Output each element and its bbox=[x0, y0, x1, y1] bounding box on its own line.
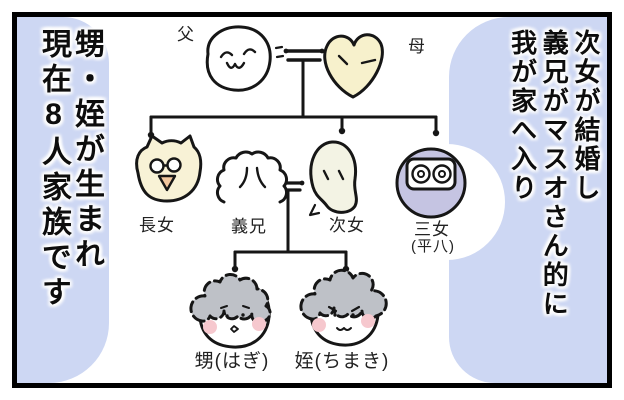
caption-right: 次女が結婚し 義兄がマスオさん的に 我が家へ入り bbox=[507, 29, 601, 319]
tree-lines bbox=[149, 58, 438, 268]
mother-label: 母 bbox=[408, 37, 426, 56]
mother-face bbox=[323, 33, 384, 99]
brother-in-law-label: 義兄 bbox=[231, 217, 267, 236]
family-tree-diagram bbox=[135, 25, 467, 349]
brother-in-law-face bbox=[215, 150, 289, 204]
father-face bbox=[205, 25, 285, 92]
father-label: 父 bbox=[177, 25, 195, 44]
niece-label: 姪(ちまき) bbox=[294, 351, 390, 372]
second-daughter-label: 次女 bbox=[329, 216, 365, 235]
comic-panel: 父 母 長女 義兄 次女 三女 (平八) 甥(はぎ) 姪(ちまき) 次女が結婚し… bbox=[12, 12, 612, 388]
eldest-daughter-face bbox=[135, 134, 203, 203]
nephew-face bbox=[189, 273, 272, 349]
third-daughter-label: 三女 bbox=[414, 220, 450, 239]
niece-face bbox=[299, 268, 388, 347]
caption-left: 甥・姪が生まれ 現在8人家族です bbox=[37, 28, 103, 311]
nephew-label: 甥(はぎ) bbox=[194, 351, 270, 372]
third-daughter-note: (平八) bbox=[411, 238, 455, 255]
marriage-symbol-parents bbox=[283, 48, 325, 62]
second-daughter-face bbox=[308, 140, 358, 217]
eldest-daughter-label: 長女 bbox=[139, 216, 175, 235]
bg-cloud-left bbox=[17, 17, 109, 383]
third-daughter-face bbox=[395, 147, 467, 219]
